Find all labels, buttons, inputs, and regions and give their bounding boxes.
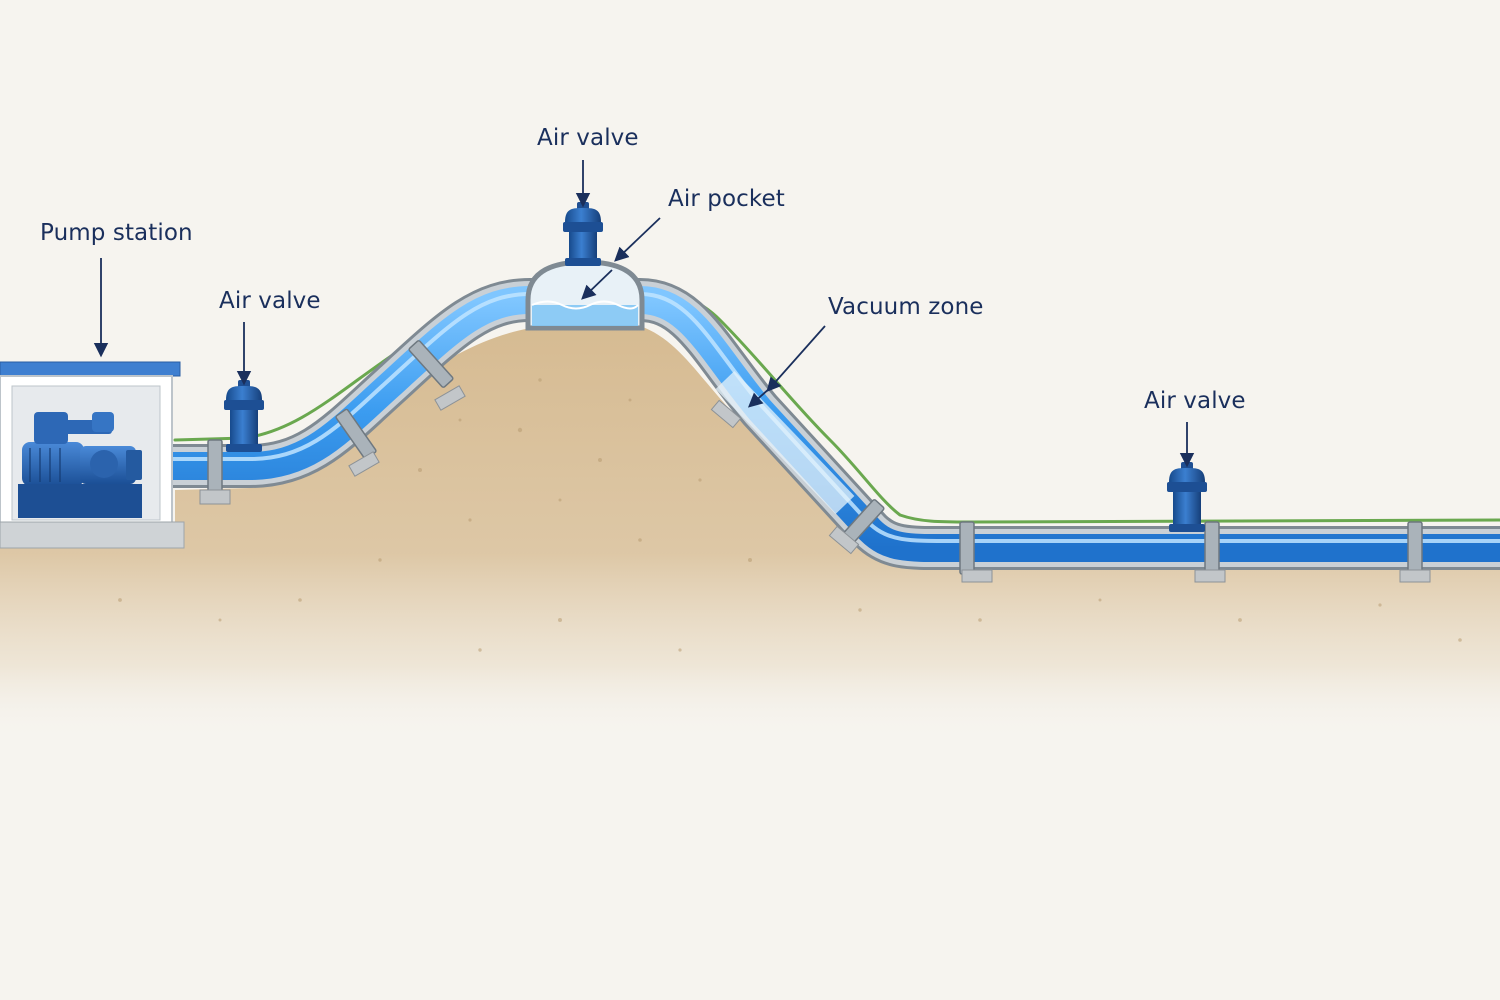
soil-texture xyxy=(118,378,1462,652)
label-air-valve-right: Air valve xyxy=(1144,388,1246,414)
air-valve-icon xyxy=(1167,462,1207,532)
pump-icon xyxy=(18,412,142,518)
ground xyxy=(0,288,1500,740)
label-pump-station: Pump station xyxy=(40,220,193,246)
soil-hill xyxy=(0,326,1500,740)
label-air-valve-left: Air valve xyxy=(219,288,321,314)
label-vacuum-zone: Vacuum zone xyxy=(828,294,984,320)
label-air-pocket: Air pocket xyxy=(668,186,785,212)
arrow-vacuum-zone xyxy=(766,325,826,393)
arrow-air-pocket-upper xyxy=(614,217,661,262)
pipe-supports xyxy=(199,385,1431,583)
vacuum-zone-region xyxy=(715,370,855,515)
arrow-icon xyxy=(93,160,1195,468)
pump-house-foundation xyxy=(0,521,185,549)
air-valve-icon xyxy=(224,380,264,452)
arrow-air-pocket-lower xyxy=(581,269,613,300)
pump-house-roof xyxy=(0,361,181,377)
pump-station xyxy=(0,361,185,549)
label-air-valve-top: Air valve xyxy=(537,125,639,151)
arrow-vacuum-zone-inner xyxy=(747,387,771,408)
air-valve-icon xyxy=(563,202,603,266)
